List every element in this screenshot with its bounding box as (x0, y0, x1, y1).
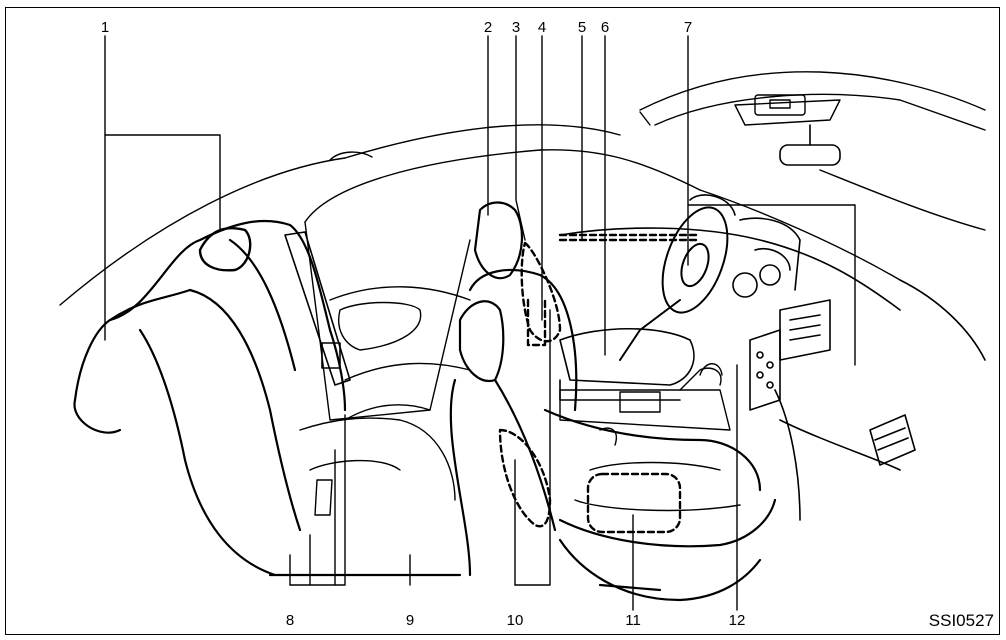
front-seat-cushion (574, 461, 741, 512)
figure-frame (5, 7, 1000, 635)
airbag-outlines (498, 233, 702, 534)
dashboard (559, 194, 986, 521)
callout-1: 1 (100, 19, 110, 36)
callout-12: 12 (728, 612, 746, 629)
rear-view-mirror (779, 124, 841, 166)
rear-headrest (198, 227, 252, 272)
callout-4: 4 (537, 19, 547, 36)
rear-seat-cushion (299, 417, 456, 516)
callout-8: 8 (285, 612, 295, 629)
seat-belt (284, 231, 351, 386)
figure-code: SSI0527 (928, 611, 994, 630)
rear-seat (73, 219, 462, 577)
callout-9: 9 (405, 612, 415, 629)
callout-7: 7 (683, 19, 693, 36)
leader-lines (104, 35, 856, 611)
callout-5: 5 (577, 19, 587, 36)
callout-10: 10 (506, 612, 524, 629)
callout-6: 6 (600, 19, 610, 36)
center-console (559, 363, 731, 446)
callout-2: 2 (483, 19, 493, 36)
callout-3: 3 (511, 19, 521, 36)
callout-11: 11 (625, 612, 641, 629)
roof-outline (59, 71, 986, 306)
dome-light (734, 94, 841, 126)
steering-wheel (619, 206, 729, 361)
door-panel (304, 221, 471, 421)
front-seat (449, 201, 777, 602)
